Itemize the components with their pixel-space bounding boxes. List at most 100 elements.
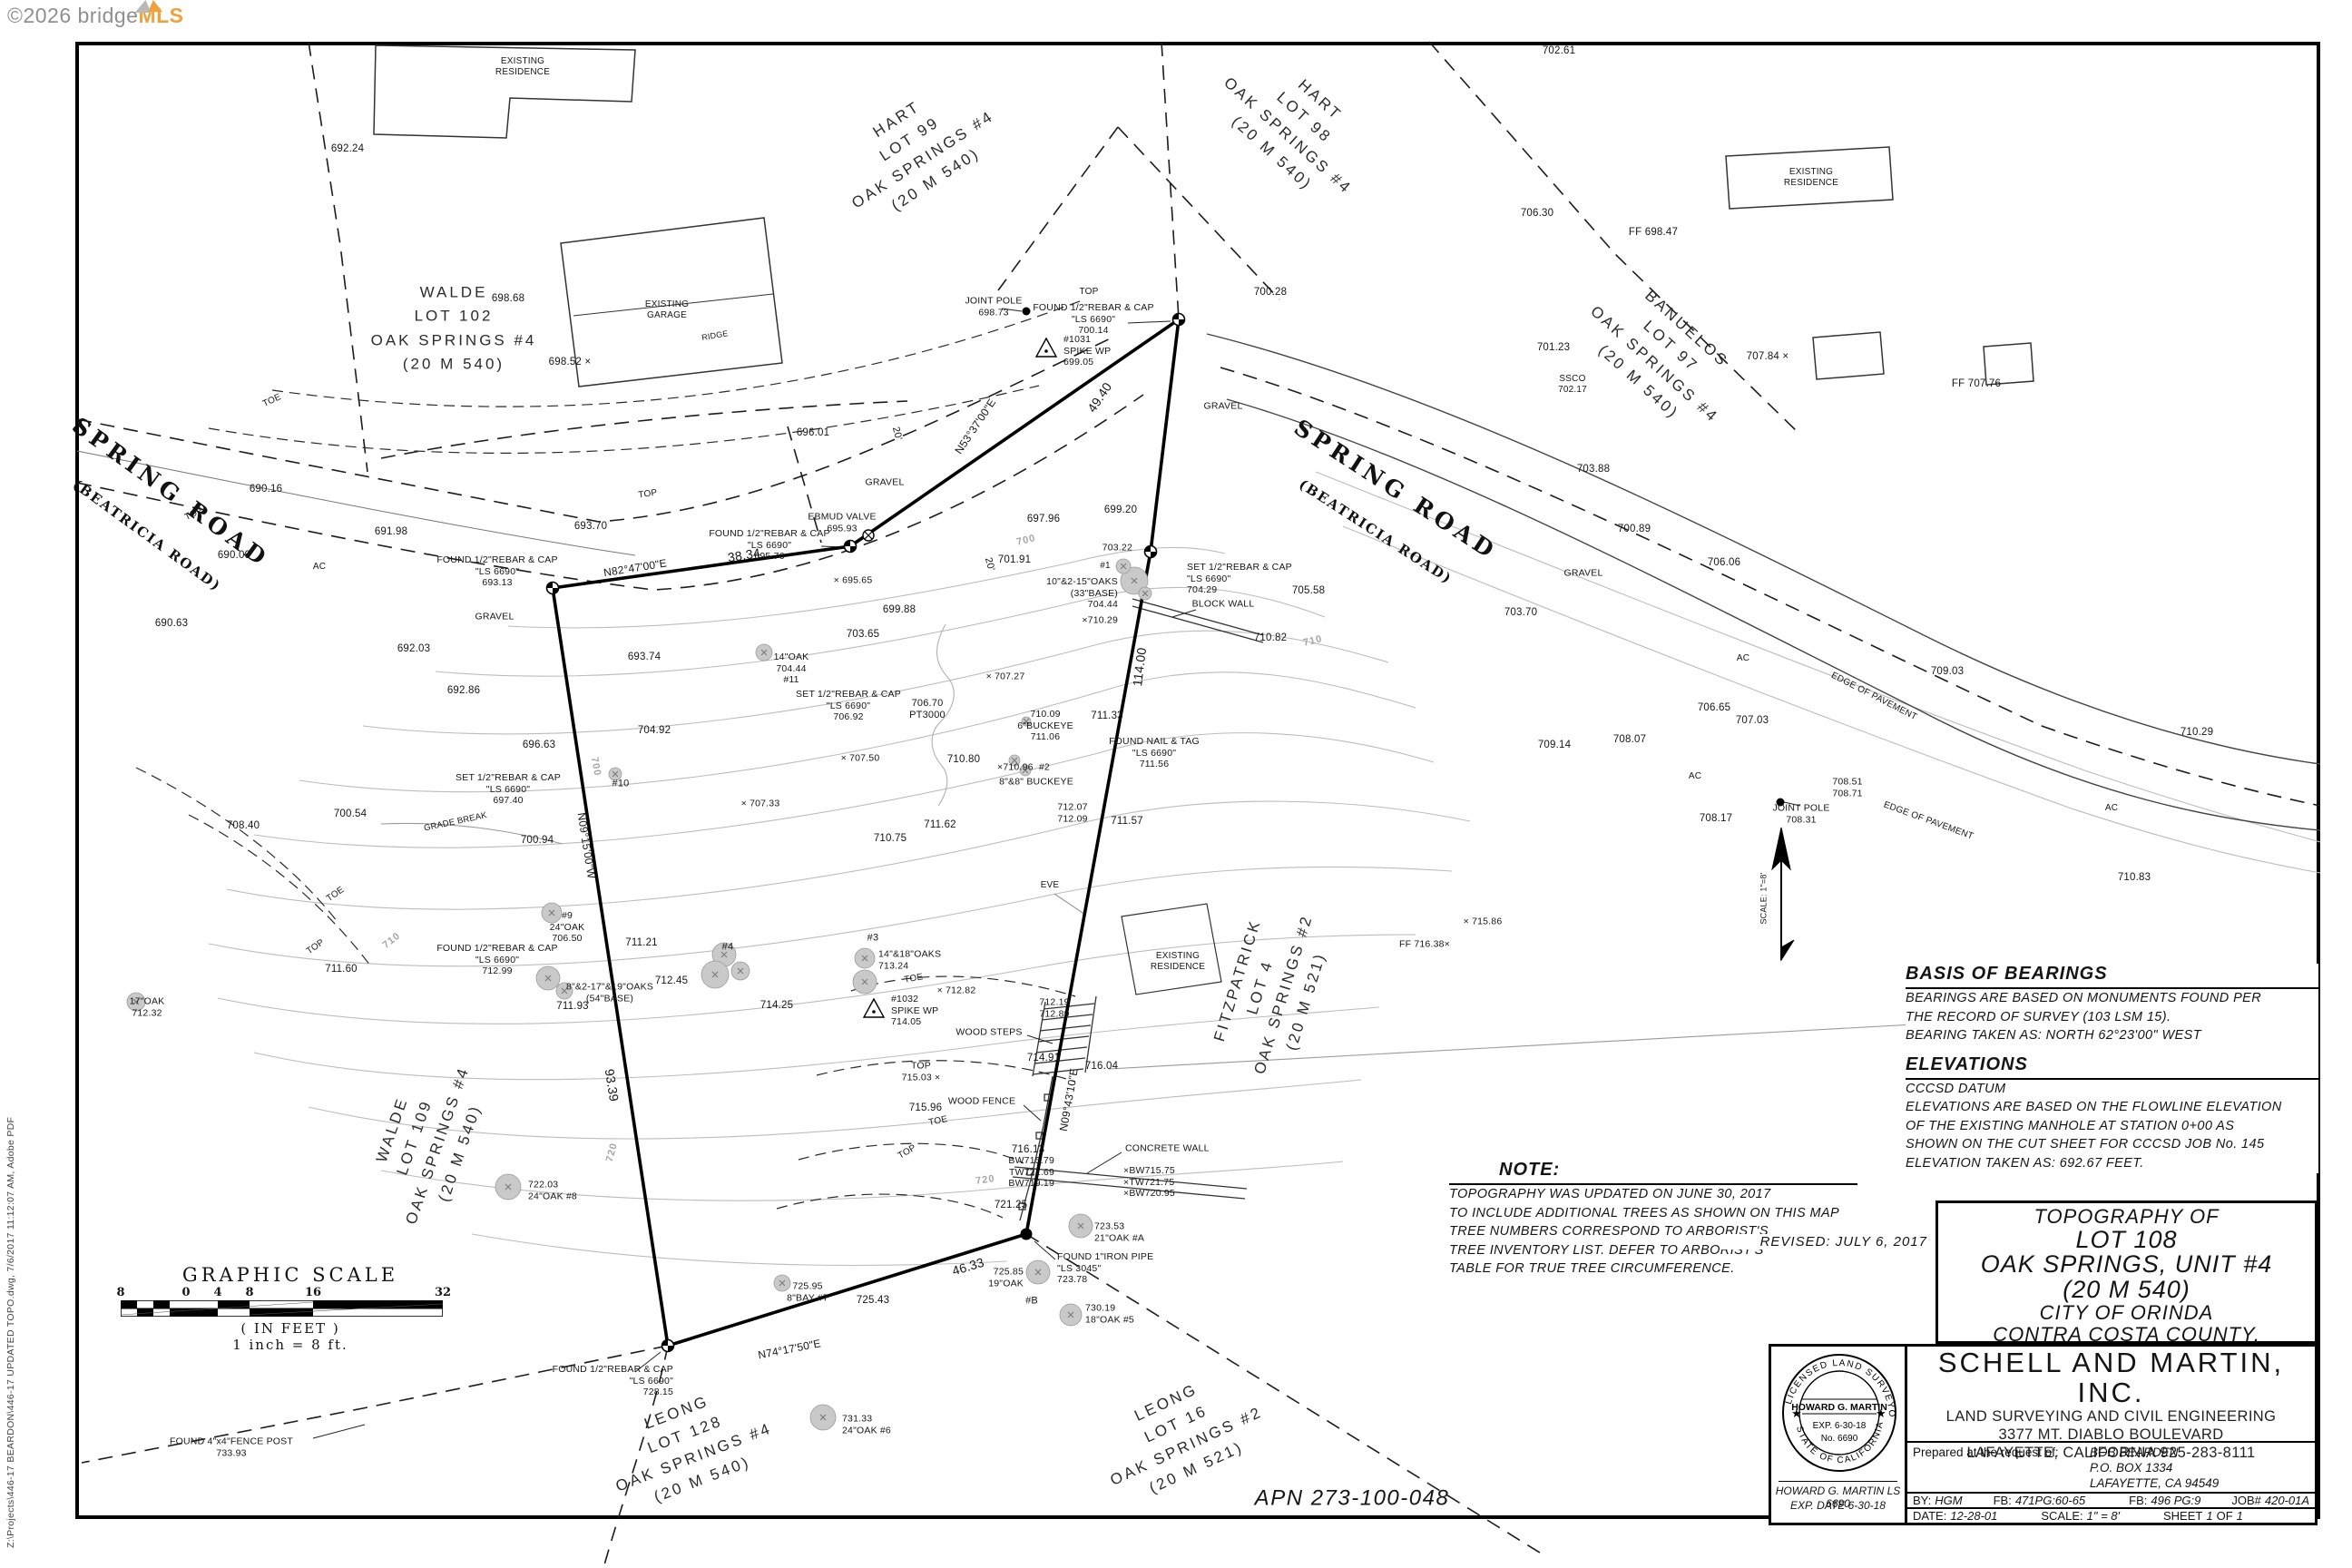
- surveyor-stamp-cell: LICENSED LAND SURVEYOR STATE OF CALIFORN…: [1768, 1339, 1907, 1523]
- job-value: 420-01A: [2264, 1494, 2310, 1507]
- map-label: AC: [2104, 803, 2119, 813]
- map-label: 723.53 21"OAK #A: [1094, 1220, 1145, 1243]
- map-label: 708.40: [226, 820, 260, 832]
- map-label: 706.70 PT3000: [909, 697, 946, 720]
- map-label: 725.95 8"BAY #7: [787, 1280, 828, 1303]
- map-label: 711.60: [325, 964, 358, 975]
- map-label: 690.16: [249, 484, 283, 495]
- date-row: DATE: 12-28-01 SCALE: 1" = 8' SHEET 1 OF…: [1907, 1507, 2315, 1523]
- map-label: 14"OAK 704.44 #11: [773, 652, 809, 686]
- text-line: BEARING TAKEN AS: NORTH 62°23'00" WEST: [1906, 1028, 2201, 1044]
- map-label: 700.28: [1253, 287, 1288, 299]
- benchmark-triangle-icon: [862, 997, 886, 1018]
- scale-tick: 8: [116, 1286, 125, 1299]
- watermark: ©2026 bridgeMLS: [7, 0, 184, 28]
- tree-icon: [1120, 566, 1149, 595]
- prepared-label: Prepared at the request of:: [1913, 1446, 2059, 1459]
- surveyor-exp: EXP. DATE 6-30-18: [1790, 1499, 1886, 1512]
- text-line: SHOWN ON THE CUT SHEET FOR CCCSD JOB No.…: [1906, 1137, 2265, 1152]
- scale-tick: 8: [245, 1286, 254, 1299]
- surveyor-stamp-icon: LICENSED LAND SURVEYOR STATE OF CALIFORN…: [1768, 1339, 1896, 1472]
- scale-unit: ( IN FEET ): [240, 1320, 340, 1337]
- company-address: 3377 MT. DIABLO BOULEVARD: [1998, 1426, 2224, 1444]
- map-label: 710.82: [1253, 632, 1288, 644]
- map-label: 710.29: [2180, 727, 2214, 739]
- date-label: DATE:: [1913, 1509, 1947, 1523]
- map-label: GRAVEL: [865, 476, 905, 488]
- tree-icon: [852, 969, 877, 995]
- map-label: 10"&2-15"OAKS (33"BASE) 704.44: [1046, 576, 1118, 611]
- title-line: LOT 108: [2075, 1225, 2178, 1253]
- monument-rebar-icon: [1171, 312, 1186, 327]
- map-label: × 715.86: [1463, 916, 1503, 927]
- tree-icon: [1025, 1259, 1051, 1285]
- scale-tick: 16: [304, 1286, 322, 1299]
- map-label: 721.25: [994, 1200, 1028, 1211]
- monument-rebar-icon: [661, 1338, 675, 1353]
- map-label: WOOD FENCE: [947, 1095, 1016, 1107]
- stamp-exp: EXP. 6-30-18: [1813, 1421, 1867, 1431]
- watermark-text: ©2026 bridge: [7, 4, 139, 27]
- map-label: FOUND 1"IRON PIPE "LS 3045" 723.78: [1057, 1251, 1154, 1286]
- map-label: 725.85 19"OAK: [988, 1266, 1024, 1289]
- elevations-heading: ELEVATIONS: [1906, 1054, 2318, 1080]
- map-label: JOINT POLE 698.73: [965, 295, 1023, 318]
- map-label: GRAVEL: [1203, 400, 1243, 412]
- map-label: × 707.50: [840, 752, 880, 764]
- map-label: FOUND 1/2"REBAR & CAP "LS 6690" 728.15: [552, 1364, 673, 1398]
- map-label: 710.83: [2117, 872, 2151, 884]
- map-label: #1031 SPIKE WP 699.05: [1063, 334, 1112, 368]
- tree-icon: [126, 992, 146, 1012]
- map-label: 709.03: [1930, 666, 1965, 678]
- tree-icon: [730, 961, 750, 981]
- map-label: 711.93: [556, 1001, 589, 1013]
- map-label: 693.74: [627, 652, 662, 663]
- map-label: 711.21: [625, 937, 658, 949]
- map-label: 703.65: [846, 629, 880, 641]
- map-label: 730.19 18"OAK #5: [1085, 1302, 1134, 1325]
- map-label: 716.04: [1084, 1061, 1119, 1073]
- map-label: 708.17: [1699, 813, 1733, 825]
- tree-icon: [555, 982, 573, 1000]
- contour-lines: [208, 471, 2321, 1267]
- sheet-num: 1: [2206, 1509, 2213, 1523]
- tree-icon: [1019, 764, 1032, 777]
- walls-steps: [1012, 598, 1264, 1221]
- map-label: 716.13: [1011, 1144, 1045, 1156]
- title-line: OAK SPRINGS, UNIT #4: [1980, 1250, 2273, 1279]
- sheet-label: SHEET: [2163, 1509, 2203, 1523]
- text-line: TOPOGRAPHY WAS UPDATED ON JUNE 30, 2017: [1449, 1187, 1771, 1201]
- monument-rebar-icon: [843, 539, 858, 554]
- by-label: BY:: [1913, 1494, 1932, 1507]
- plot-filepath: Z:\Projects\446-17 BEARDON\446-17 UPDATE…: [5, 1116, 16, 1548]
- map-label: FOUND NAIL & TAG "LS 6690" 711.56: [1109, 736, 1200, 770]
- map-label: AC: [1736, 653, 1750, 663]
- map-label: 708.51 708.71: [1832, 776, 1863, 799]
- text-line: BEARINGS ARE BASED ON MONUMENTS FOUND PE…: [1906, 991, 2262, 1005]
- map-label: 703.70: [1504, 607, 1538, 619]
- map-label: 706.65: [1697, 702, 1731, 714]
- basis-heading: BASIS OF BEARINGS: [1906, 964, 2318, 989]
- north-arrow-icon: [1771, 827, 1795, 962]
- map-label: 697.96: [1026, 514, 1061, 525]
- date-value: 12-28-01: [1950, 1509, 1998, 1523]
- map-label: 701.91: [997, 554, 1032, 566]
- map-label: SSCO 702.17: [1558, 374, 1587, 395]
- tree-icon: [608, 767, 622, 781]
- map-label: × 695.65: [833, 574, 873, 586]
- company-info: SCHELL AND MARTIN, INC. LAND SURVEYING A…: [1907, 1347, 2315, 1523]
- map-label: #9 24"OAK 706.50: [549, 910, 585, 945]
- map-label: 710.80: [946, 754, 981, 766]
- stamp-no: No. 6690: [1821, 1434, 1858, 1444]
- text-line: TABLE FOR TRUE TREE CIRCUMFERENCE.: [1449, 1261, 1735, 1277]
- leader-lines: [312, 308, 1801, 1439]
- scale-value: 1" = 8': [2086, 1509, 2120, 1523]
- text-line: TO INCLUDE ADDITIONAL TREES AS SHOWN ON …: [1449, 1205, 1840, 1220]
- company-sub: LAND SURVEYING AND CIVIL ENGINEERING: [1945, 1408, 2277, 1426]
- map-label: FF 716.38×: [1399, 938, 1450, 950]
- revised-date: REVISED: JULY 6, 2017: [1720, 1234, 1927, 1250]
- map-label: #3: [867, 932, 879, 944]
- map-label: 707.03: [1735, 715, 1769, 727]
